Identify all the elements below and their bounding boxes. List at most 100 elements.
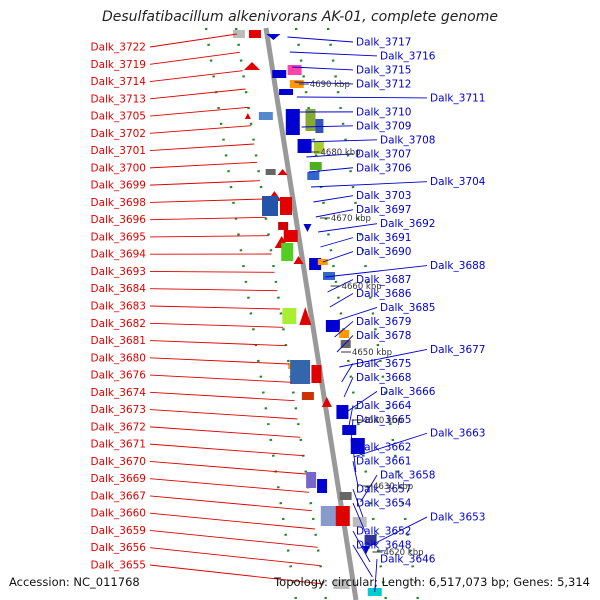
gene-label-left: Dalk_3681 (91, 335, 147, 347)
gene-feature-block (352, 517, 367, 527)
label-leader-line (149, 426, 301, 438)
gene-feature-block (339, 330, 350, 338)
gene-feature-arrow (266, 34, 281, 40)
gene-label-left: Dalk_3722 (91, 42, 147, 54)
gene-feature-block (336, 405, 349, 419)
label-leader-line (352, 461, 359, 488)
label-leader-line (149, 216, 266, 221)
kbp-label: 4660 kbp (342, 282, 382, 292)
label-leader-line (334, 321, 354, 338)
gene-label-right: Dalk_3715 (356, 64, 412, 76)
gene-feature-arrow (243, 62, 260, 70)
label-leader-line (318, 223, 378, 233)
gene-label-right: Dalk_3657 (356, 484, 412, 496)
label-leader-line (315, 209, 354, 218)
gene-label-left: Dalk_3680 (91, 352, 147, 364)
gene-feature-block (320, 506, 337, 526)
label-leader-line (374, 558, 378, 593)
label-leader-line (352, 488, 364, 518)
label-leader-line (325, 265, 428, 278)
gene-feature-block (315, 119, 324, 133)
label-leader-line (149, 322, 284, 328)
gene-label-left: Dalk_3676 (91, 370, 147, 382)
gene-label-right: Dalk_3686 (356, 288, 412, 300)
gene-feature-block (309, 162, 322, 170)
label-leader-line (149, 530, 318, 548)
label-leader-line (296, 96, 428, 99)
label-leader-line (149, 125, 252, 134)
gene-label-right: Dalk_3653 (430, 512, 486, 524)
label-leader-line (149, 51, 240, 65)
label-leader-line (149, 547, 321, 567)
label-leader-line (149, 106, 249, 117)
kbp-label: 4690 kbp (310, 80, 350, 90)
genome-summary-text: Topology: circular; Length: 6,517,073 bp… (274, 575, 590, 589)
gene-label-left: Dalk_3660 (91, 508, 147, 520)
label-leader-line (348, 405, 354, 428)
gene-label-right: Dalk_3711 (430, 92, 486, 104)
label-leader-line (341, 363, 354, 383)
genome-title: Desulfatibacillum alkenivorans AK-01, co… (101, 9, 499, 25)
gene-label-right: Dalk_3712 (356, 78, 412, 90)
gene-label-left: Dalk_3672 (91, 421, 147, 433)
label-leader-line (149, 443, 304, 457)
label-leader-lines (149, 33, 428, 593)
label-leader-line (149, 143, 255, 152)
kbp-label: 4620 kbp (383, 548, 423, 558)
gene-label-right: Dalk_3710 (356, 106, 412, 118)
label-leader-line (346, 390, 378, 413)
gene-label-left: Dalk_3696 (91, 214, 147, 226)
gene-label-right: Dalk_3654 (356, 498, 412, 510)
gene-label-right: Dalk_3687 (356, 274, 412, 286)
gene-feature-block (364, 535, 377, 545)
label-leader-line (149, 33, 238, 48)
gene-label-right: Dalk_3679 (356, 316, 412, 328)
gene-feature-block (289, 80, 304, 88)
accession-text: Accession: NC_011768 (9, 575, 140, 589)
genome-backbone (263, 27, 359, 600)
gene-label-right: Dalk_3666 (380, 386, 436, 398)
gene-label-right: Dalk_3665 (356, 414, 412, 426)
gene-label-left: Dalk_3655 (91, 560, 147, 572)
label-leader-line (149, 374, 292, 383)
label-leader-line (149, 271, 275, 273)
gene-feature-block (350, 438, 365, 454)
gene-label-right: Dalk_3648 (356, 540, 412, 552)
gene-label-left: Dalk_3659 (91, 525, 147, 537)
label-leader-line (352, 544, 373, 578)
kbp-label: 4630 kbp (373, 482, 413, 492)
gene-feature-block (279, 89, 294, 95)
gene-label-right: Dalk_3709 (356, 120, 412, 132)
gene-label-left: Dalk_3674 (91, 387, 147, 399)
gene-feature-block (311, 365, 322, 383)
gene-feature-block (301, 392, 314, 400)
label-leader-line (332, 307, 378, 323)
gene-label-right: Dalk_3704 (430, 176, 486, 188)
label-leader-line (149, 161, 258, 169)
gene-label-left: Dalk_3699 (91, 180, 147, 192)
label-leader-line (149, 409, 298, 420)
gene-label-right: Dalk_3688 (430, 260, 486, 272)
gene-label-left: Dalk_3670 (91, 456, 147, 468)
gene-label-right: Dalk_3706 (356, 162, 412, 174)
gene-label-left: Dalk_3673 (91, 404, 147, 416)
gene-feature-block (333, 579, 350, 589)
gene-feature-block (272, 70, 287, 78)
gene-label-right: Dalk_3690 (356, 246, 412, 258)
label-leader-line (149, 70, 243, 82)
label-leader-line (352, 447, 357, 473)
label-leader-line (329, 293, 354, 308)
gene-label-left: Dalk_3702 (91, 128, 147, 140)
gene-label-right: Dalk_3658 (380, 470, 436, 482)
gene-feature-arrow (299, 307, 312, 325)
gene-label-left: Dalk_3695 (91, 231, 147, 243)
gene-feature-block (317, 479, 328, 493)
gene-feature-block (323, 272, 336, 280)
gene-label-left: Dalk_3693 (91, 266, 147, 278)
kbp-label: 4670 kbp (331, 214, 371, 224)
label-leader-line (336, 335, 354, 353)
label-leader-line (149, 235, 269, 238)
label-leader-line (149, 305, 281, 310)
label-leader-line (360, 474, 378, 503)
